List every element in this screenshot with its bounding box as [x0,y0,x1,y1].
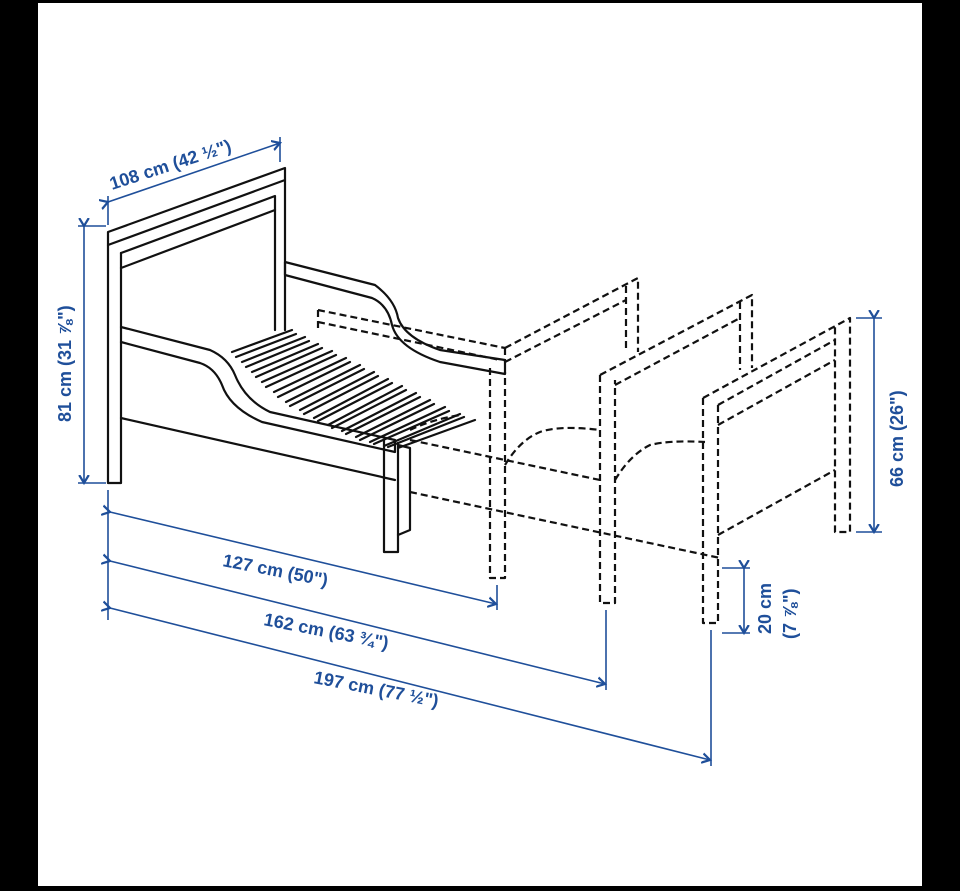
bed-drawing-solid [106,166,507,554]
length-max-label: 197 cm (77 ½") [312,667,440,711]
leg-height-in-label: (7 ⅞") [780,588,800,639]
dimension-lines [78,137,882,766]
leg-height-cm-label: 20 cm [755,583,775,634]
height-label: 81 cm (31 ⅞") [55,305,75,422]
foot-leg [382,438,400,554]
slats [230,328,477,450]
extension-height-label: 66 cm (26") [887,390,907,487]
near-side-rail [119,325,397,454]
length-min-label: 127 cm (50") [221,550,329,590]
far-side-rail [283,260,507,376]
length-mid-label: 162 cm (63 ¾") [262,609,390,653]
